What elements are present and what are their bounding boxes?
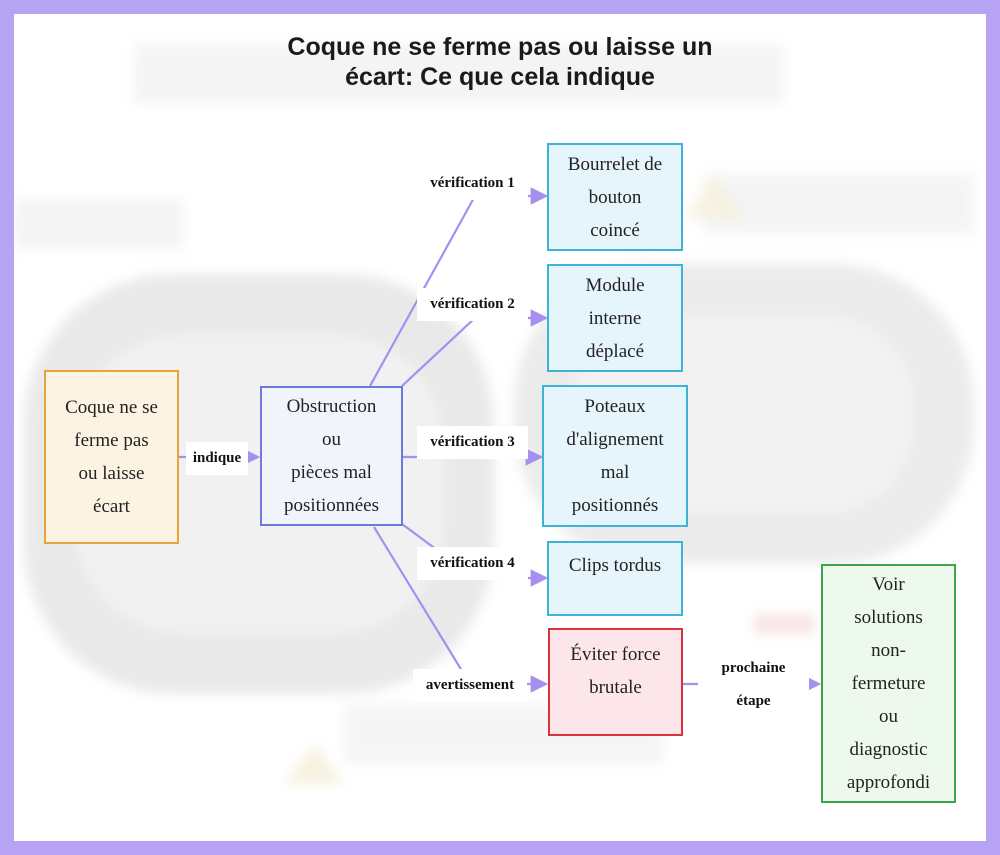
edge-label-verification-3: vérification 3	[417, 426, 528, 459]
node-check-3: Poteaux d'alignement mal positionnés	[542, 385, 688, 527]
node-next-step: Voir solutions non- fermeture ou diagnos…	[821, 564, 956, 803]
edge-label-avertissement: avertissement	[413, 669, 527, 702]
edge-label-verification-1: vérification 1	[417, 167, 528, 200]
edge-label-verification-2: vérification 2	[417, 288, 528, 321]
edge-label-indique: indique	[186, 442, 248, 475]
node-check-4: Clips tordus	[547, 541, 683, 616]
node-check-1: Bourrelet de bouton coincé	[547, 143, 683, 251]
node-warning: Éviter force brutale	[548, 628, 683, 736]
diagram-title: Coque ne se ferme pas ou laisse un écart…	[287, 33, 713, 91]
node-check-2: Module interne déplacé	[547, 264, 683, 372]
node-start: Coque ne se ferme pas ou laisse écart	[44, 370, 179, 544]
node-hub: Obstruction ou pièces mal positionnées	[260, 386, 403, 526]
edge-label-prochaine-etape: prochaine étape	[698, 652, 809, 718]
edge-v2	[401, 309, 549, 387]
edge-label-verification-4: vérification 4	[417, 547, 528, 580]
